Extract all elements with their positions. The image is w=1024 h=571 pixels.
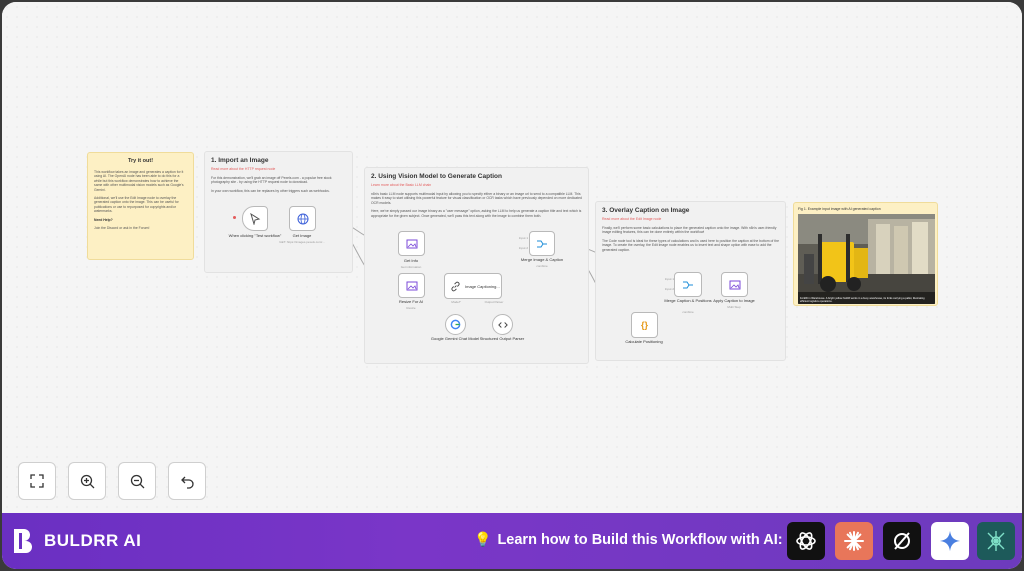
- port-label-output-parser: Output Parser: [484, 300, 504, 304]
- node-gemini-model[interactable]: [445, 314, 466, 335]
- note-text: The Code node tool is ideal for these ty…: [602, 238, 779, 252]
- footer-bar: BULDRR AI 💡 Learn how to Build this Work…: [2, 513, 1022, 569]
- node-subtitle: combine: [682, 310, 694, 314]
- port-label-input2: Input 2: [518, 246, 528, 250]
- undo-button[interactable]: [168, 462, 206, 500]
- node-label: Structured Output Parser: [479, 336, 525, 341]
- lightbulb-icon: 💡: [474, 531, 492, 547]
- learn-prompt: 💡 Learn how to Build this Workflow with …: [474, 531, 783, 548]
- perplexity-icon: [894, 532, 910, 550]
- node-resize-for-ai[interactable]: [398, 273, 425, 298]
- note-title: Try it out!: [127, 158, 154, 164]
- forklift-photo-icon: [798, 214, 935, 304]
- note-text: n8n's basic LLM node supports multimodal…: [371, 192, 582, 205]
- note-text: Join the Discord or ask in the Forum!: [94, 226, 150, 231]
- node-calculate-positioning[interactable]: {}: [631, 312, 658, 338]
- note-try-it-out: Try it out! This workflow takes an image…: [87, 152, 194, 260]
- perplexity-button[interactable]: [883, 522, 921, 560]
- link-chain-icon: [451, 281, 460, 291]
- brand-name: BULDRR AI: [44, 531, 142, 550]
- node-label: When clicking "Test workflow": [228, 233, 282, 238]
- note-text: Need Help?: [94, 217, 113, 222]
- fit-view-button[interactable]: [18, 462, 56, 500]
- note-title: Fig 1. Example input image with AI gener…: [798, 207, 881, 211]
- port-label-input1: Input 1: [518, 236, 528, 240]
- image-caption: Forklift in Warehouse. A bright yellow f…: [800, 297, 925, 303]
- node-label: Google Gemini Chat Model: [430, 336, 480, 341]
- node-label: Merge Image & Caption: [520, 257, 564, 262]
- image-icon: [406, 239, 417, 248]
- port-label-model: Model*: [451, 300, 461, 304]
- node-subtitle: Resize: [406, 306, 416, 310]
- forklift-image: Forklift in Warehouse. A bright yellow f…: [798, 214, 935, 304]
- node-get-image[interactable]: [289, 206, 316, 231]
- deepseek-button[interactable]: [977, 522, 1015, 560]
- chatgpt-button[interactable]: [787, 522, 825, 560]
- zoom-in-icon: [80, 474, 94, 488]
- note-example-image: Fig 1. Example input image with AI gener…: [793, 202, 938, 306]
- learn-text: Learn how to Build this Workflow with AI…: [497, 531, 783, 548]
- node-structured-output-parser[interactable]: [492, 314, 513, 335]
- note-vision-model: 2. Using Vision Model to Generate Captio…: [364, 167, 589, 364]
- zoom-in-button[interactable]: [68, 462, 106, 500]
- note-text: Finally, we'll perform some basic calcul…: [602, 226, 777, 235]
- note-import-image: 1. Import an Image Read more about the H…: [204, 151, 353, 273]
- node-apply-caption[interactable]: [721, 272, 748, 297]
- zoom-out-button[interactable]: [118, 462, 156, 500]
- fit-icon: [30, 474, 44, 488]
- port-label-input1: Input 1: [664, 277, 674, 281]
- node-get-info[interactable]: [398, 231, 425, 256]
- node-label: Merge Caption & Positions: [664, 298, 712, 303]
- node-label: Image Captioning...: [465, 283, 500, 289]
- code-brackets-icon: [497, 321, 508, 328]
- gemini-icon: [939, 530, 961, 552]
- node-subtitle: combine: [536, 264, 548, 268]
- globe-icon: [297, 213, 308, 224]
- merge-icon: [683, 281, 693, 288]
- gemini-button[interactable]: [931, 522, 969, 560]
- image-icon: [729, 280, 740, 289]
- node-subtitle: Get information: [400, 265, 422, 269]
- node-subtitle: GET: https://images.pexels.com/...: [279, 240, 325, 244]
- cursor-icon: [250, 212, 261, 225]
- note-text: Here, we've simply passed our image bina…: [371, 209, 582, 218]
- node-label: Apply Caption to Image: [713, 298, 755, 303]
- note-text: This workflow takes an image and generat…: [94, 170, 184, 192]
- claude-button[interactable]: [835, 522, 873, 560]
- node-subtitle: Multi Step: [727, 305, 741, 309]
- deepseek-icon: [987, 531, 1005, 551]
- node-label: Get Image: [292, 233, 312, 238]
- node-label: Calculate Positioning: [625, 339, 663, 344]
- node-merge-caption-positions[interactable]: [674, 272, 702, 297]
- zoom-out-icon: [130, 474, 144, 488]
- note-title: 1. Import an Image: [211, 157, 269, 164]
- note-text: Additional, we'll use the Edit Image nod…: [94, 196, 179, 214]
- google-icon: [450, 319, 461, 330]
- claude-icon: [844, 531, 864, 551]
- node-label: Get Info: [403, 258, 419, 263]
- brand[interactable]: BULDRR AI: [12, 527, 141, 555]
- workflow-canvas[interactable]: Try it out! This workflow takes an image…: [2, 2, 1022, 513]
- undo-icon: [180, 476, 194, 489]
- image-icon: [406, 281, 417, 290]
- node-image-captioning[interactable]: Image Captioning...: [444, 273, 502, 299]
- curly-braces-icon: {}: [640, 320, 648, 330]
- note-link[interactable]: Read more about the HTTP request node: [211, 167, 276, 171]
- buldrr-logo-icon: [14, 529, 32, 553]
- node-merge-image-caption[interactable]: [529, 231, 555, 256]
- note-link[interactable]: Read more about the Edit Image node: [602, 217, 662, 221]
- trigger-flag-icon: [233, 216, 236, 219]
- merge-icon: [537, 240, 547, 247]
- note-link[interactable]: Learn more about the Basic LLM chain: [371, 183, 432, 187]
- note-text: For this demonstration, we'll grab an im…: [211, 176, 332, 185]
- node-manual-trigger[interactable]: [242, 206, 268, 231]
- note-title: 3. Overlay Caption on Image: [602, 207, 690, 214]
- port-label-input2: Input 2: [664, 287, 674, 291]
- note-text: In your own workflow, this can be replac…: [211, 188, 330, 193]
- node-label: Resize For AI: [398, 299, 423, 304]
- note-title: 2. Using Vision Model to Generate Captio…: [371, 173, 502, 180]
- chatgpt-icon: [796, 532, 816, 550]
